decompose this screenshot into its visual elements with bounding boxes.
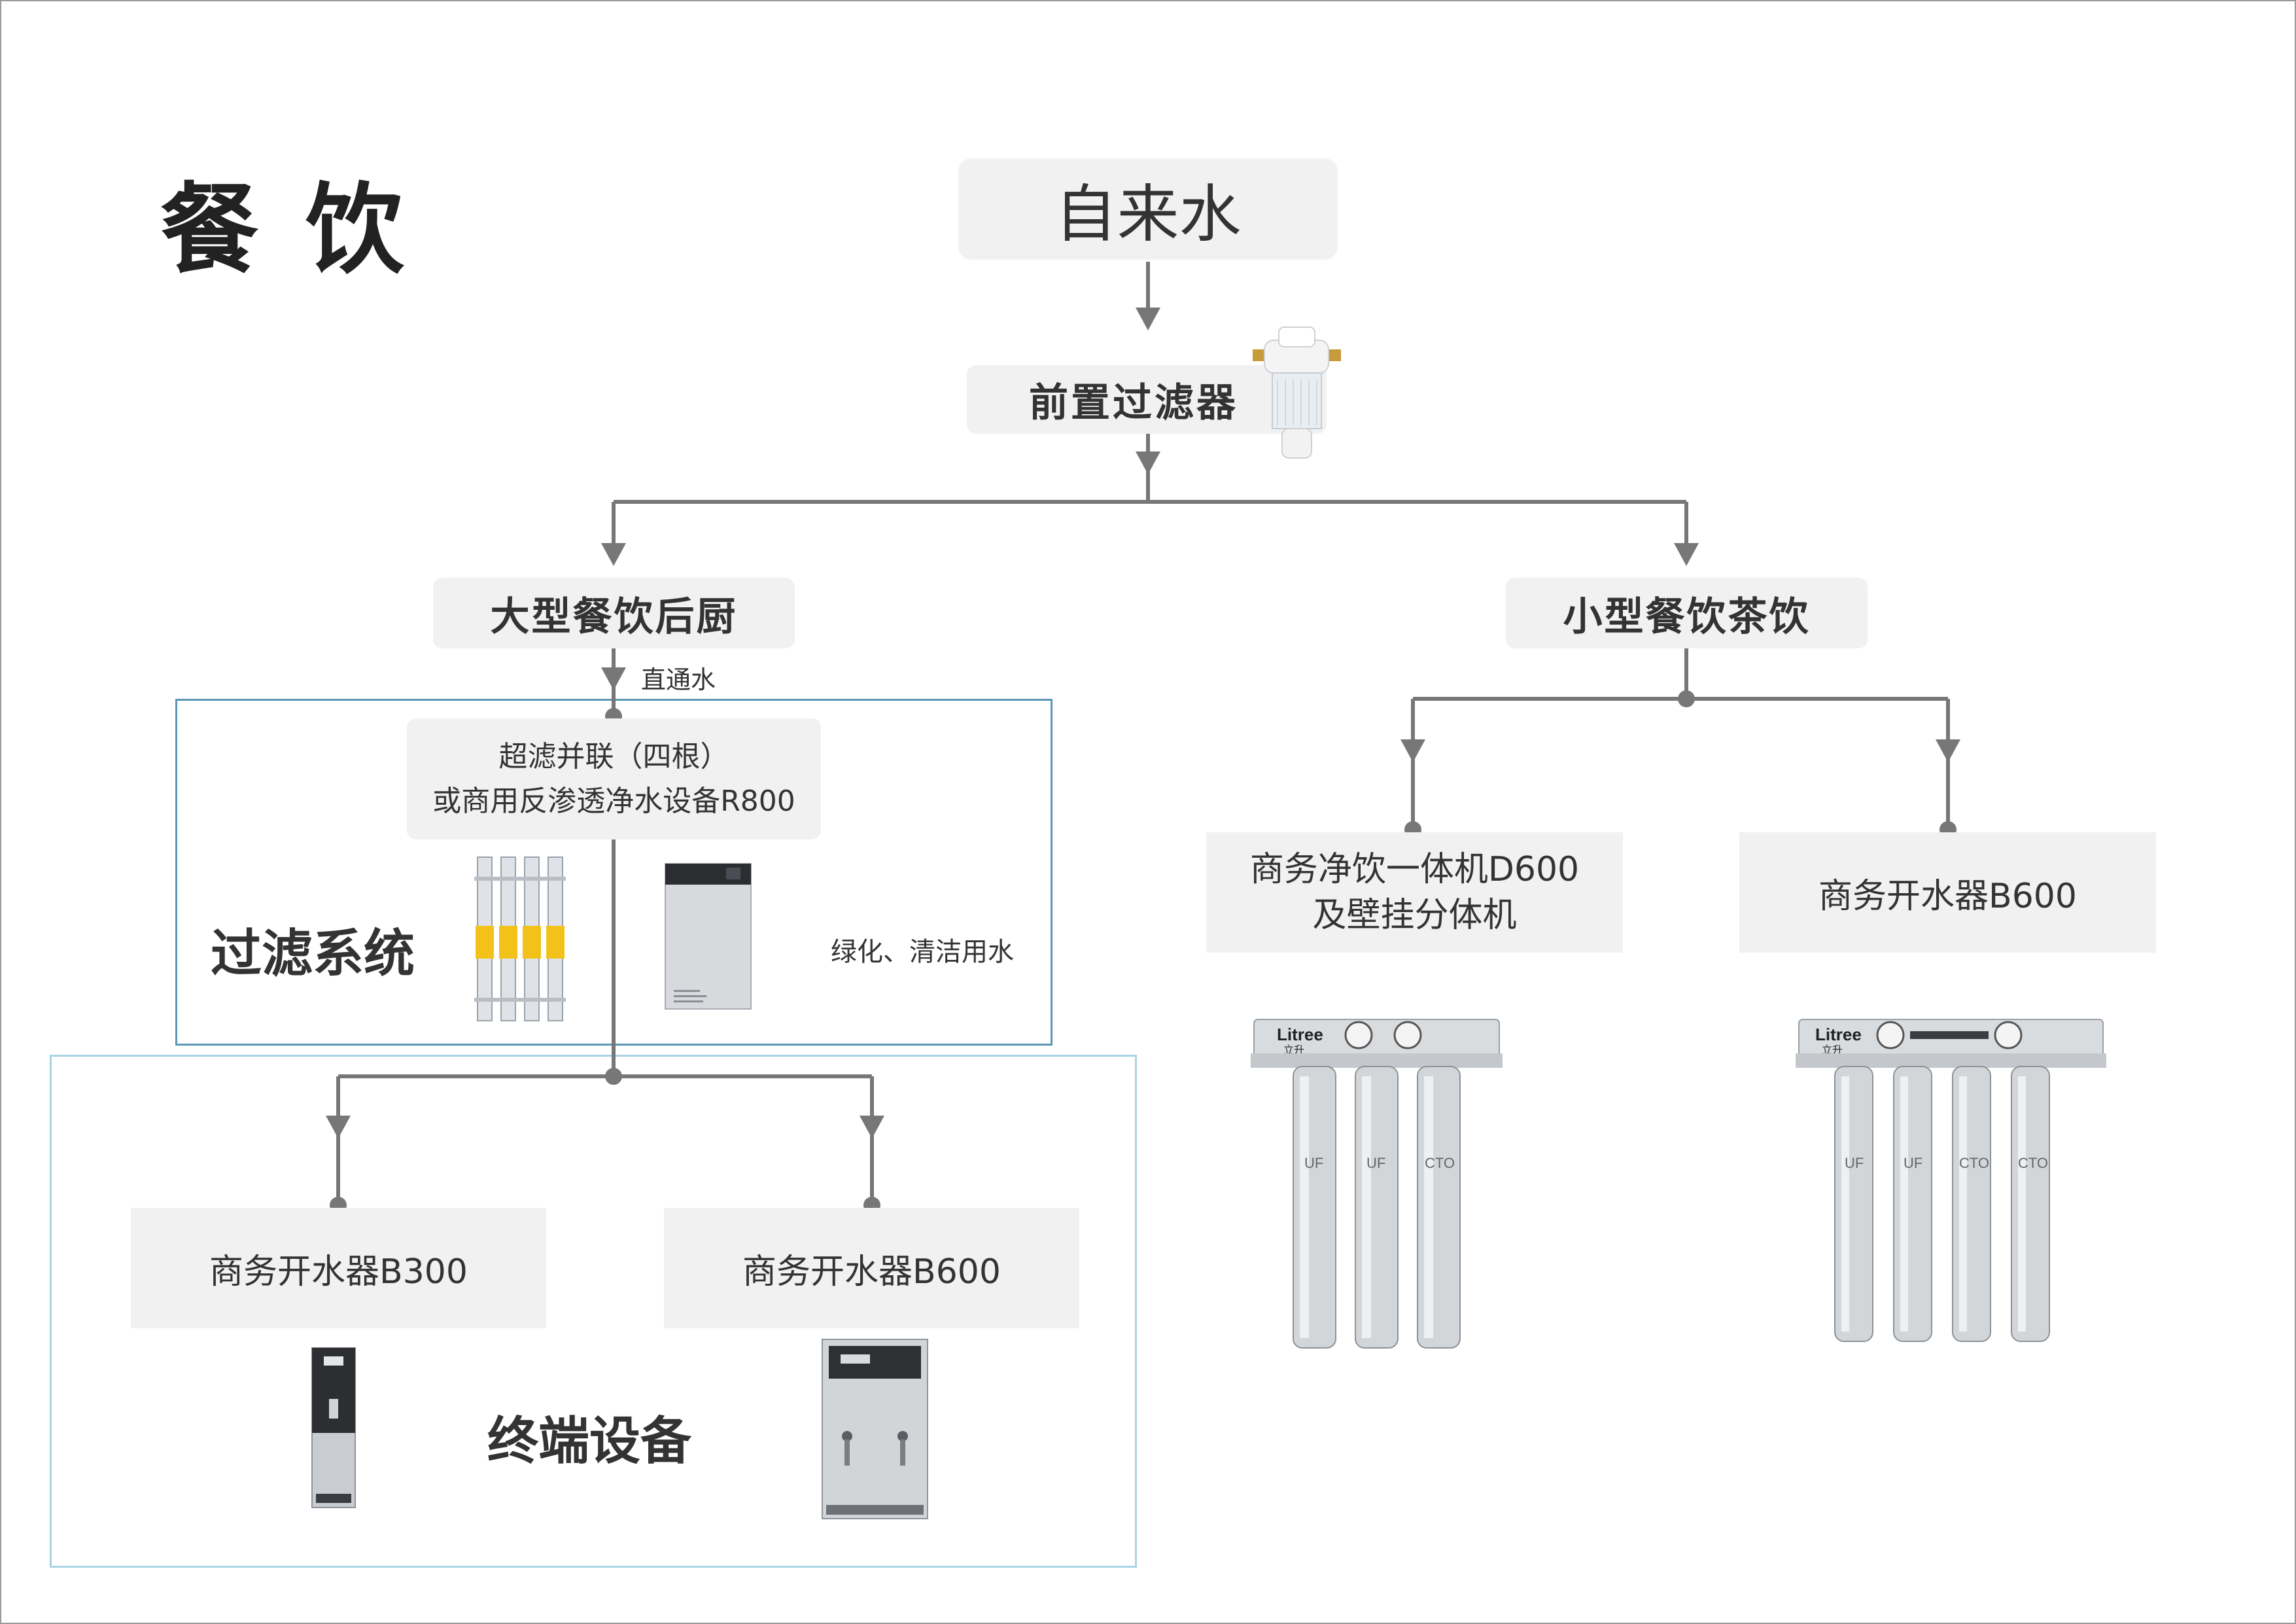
b600-cartridge-uf-2: UF bbox=[1904, 1155, 1922, 1171]
greening-label: 绿化、清洁用水 bbox=[831, 937, 1014, 967]
b300-product-image bbox=[311, 1347, 356, 1508]
pre-filter-product-image bbox=[1253, 327, 1341, 459]
b600-right-label: 商务开水器B600 bbox=[1818, 876, 2077, 916]
pre-filter-label: 前置过滤器 bbox=[1029, 380, 1238, 426]
d600-cartridge-cto: CTO bbox=[1425, 1155, 1455, 1171]
direct-water-label: 直通水 bbox=[641, 665, 716, 694]
terminal-devices-label: 终端设备 bbox=[487, 1412, 692, 1471]
d600-brand-en: Litree bbox=[1277, 1025, 1323, 1044]
d600-cartridge-uf-1: UF bbox=[1304, 1155, 1323, 1171]
d600-cartridge-uf-2: UF bbox=[1366, 1155, 1385, 1171]
b600-left-node: 商务开水器B600 bbox=[664, 1208, 1079, 1328]
filter-system-label: 过滤系统 bbox=[211, 925, 415, 983]
tap-water-label: 自来水 bbox=[1054, 179, 1242, 251]
d600-product-image: Litree 立升 UF UF CTO bbox=[1251, 1019, 1503, 1349]
b600-right-node: 商务开水器B600 bbox=[1739, 832, 2156, 953]
b600-left-label: 商务开水器B600 bbox=[742, 1252, 1001, 1292]
b600-brand-en: Litree bbox=[1815, 1025, 1862, 1044]
page-title: 餐 饮 bbox=[160, 173, 411, 287]
large-kitchen-node: 大型餐饮后厨 bbox=[433, 578, 795, 648]
pre-filter-node: 前置过滤器 bbox=[967, 365, 1327, 434]
d600-brand-cn: 立升 bbox=[1283, 1044, 1304, 1056]
b600-left-product-image bbox=[822, 1339, 928, 1519]
d600-line2: 及壁挂分体机 bbox=[1312, 896, 1517, 935]
b600-cartridge-cto-2: CTO bbox=[2018, 1155, 2048, 1171]
terminal-devices-region bbox=[50, 1055, 1137, 1568]
d600-node: 商务净饮一体机D600 及壁挂分体机 bbox=[1206, 832, 1623, 953]
b300-label: 商务开水器B300 bbox=[209, 1252, 468, 1292]
uf-parallel-node: 超滤并联（四根） 或商用反渗透净水设备R800 bbox=[407, 718, 821, 839]
b300-node: 商务开水器B300 bbox=[131, 1208, 546, 1328]
small-tea-label: 小型餐饮茶饮 bbox=[1563, 593, 1811, 640]
uf-parallel-line2: 或商用反渗透净水设备R800 bbox=[432, 784, 795, 818]
tap-water-node: 自来水 bbox=[958, 158, 1338, 260]
uf-membranes-image bbox=[474, 856, 566, 1021]
uf-parallel-line1: 超滤并联（四根） bbox=[498, 739, 729, 773]
b600-brand-cn: 立升 bbox=[1822, 1044, 1843, 1056]
ro-r800-image bbox=[665, 863, 752, 1010]
small-tea-node: 小型餐饮茶饮 bbox=[1506, 578, 1868, 648]
large-kitchen-label: 大型餐饮后厨 bbox=[490, 593, 738, 640]
b600-cartridge-cto-1: CTO bbox=[1959, 1155, 1989, 1171]
b600-right-product-image: Litree 立升 UF UF CTO CTO bbox=[1796, 1019, 2106, 1342]
b600-cartridge-uf-1: UF bbox=[1845, 1155, 1864, 1171]
d600-line1: 商务净饮一体机D600 bbox=[1249, 850, 1580, 889]
